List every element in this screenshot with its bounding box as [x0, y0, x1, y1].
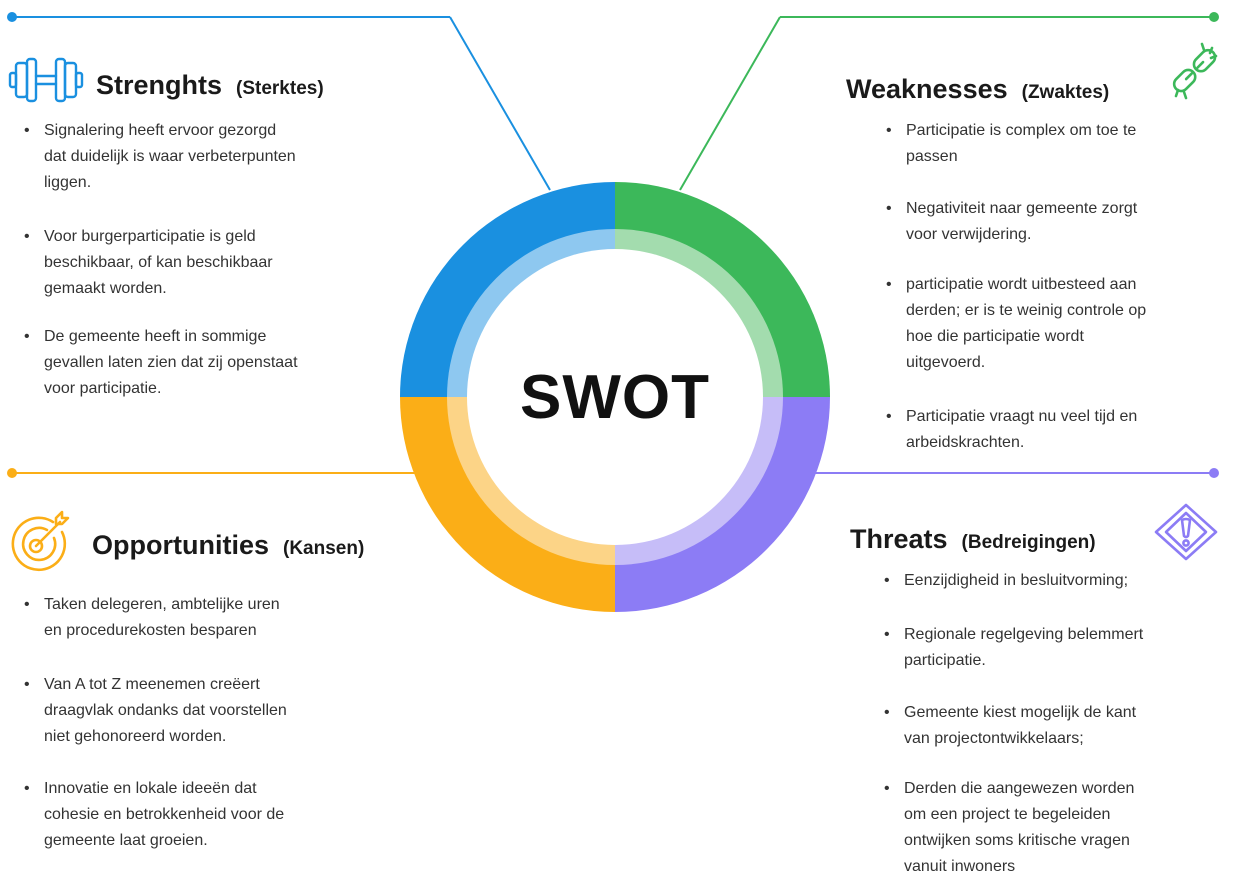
- list-item: De gemeente heeft in sommige: [18, 324, 298, 350]
- list-item: om een project te begeleiden: [904, 806, 1111, 823]
- list-item: gevallen laten zien dat zij openstaat: [44, 354, 298, 371]
- list-item: liggen.: [44, 174, 92, 191]
- strengths-subtitle: (Sterktes): [236, 78, 324, 99]
- opportunities-list: Taken delegeren, ambtelijke uren en proc…: [18, 592, 280, 644]
- opportunities-list-2: Van A tot Z meenemen creëert draagvlak o…: [18, 672, 287, 750]
- weaknesses-list: Participatie is complex om toe te passen: [880, 118, 1136, 170]
- opportunities-header: Opportunities (Kansen): [92, 530, 364, 561]
- list-item: gemaakt worden.: [44, 280, 167, 297]
- weaknesses-list-2: Negativiteit naar gemeente zorgt voor ve…: [880, 196, 1137, 248]
- threats-header: Threats (Bedreigingen): [850, 524, 1096, 555]
- list-item: derden; er is te weinig controle op: [906, 302, 1147, 319]
- threats-subtitle: (Bedreigingen): [961, 532, 1096, 553]
- list-item: draagvlak ondanks dat voorstellen: [44, 702, 287, 719]
- strengths-connector: [12, 16, 551, 191]
- warning-diamond-icon: [1154, 503, 1218, 561]
- opportunities-list-3: Innovatie en lokale ideeën dat cohesie e…: [18, 776, 284, 854]
- weaknesses-subtitle: (Zwaktes): [1021, 82, 1110, 103]
- strengths-list-3: De gemeente heeft in sommige gevallen la…: [18, 324, 298, 402]
- list-item: participatie.: [904, 652, 986, 669]
- list-item: uitgevoerd.: [906, 354, 986, 371]
- list-item: arbeidskrachten.: [906, 434, 1025, 451]
- threats-list-2: Regionale regelgeving belemmert particip…: [878, 622, 1143, 674]
- list-item: cohesie en betrokkenheid voor de: [44, 806, 285, 823]
- threats-list: Eenzijdigheid in besluitvorming;: [878, 568, 1128, 594]
- weaknesses-list-3: participatie wordt uitbesteed aan derden…: [880, 272, 1146, 376]
- threats-list-4: Derden die aangewezen worden om een proj…: [878, 776, 1134, 880]
- dumbbell-icon: [8, 57, 84, 103]
- swot-ring-graphic: [400, 182, 830, 612]
- target-icon: [11, 510, 70, 572]
- list-item: Signalering heeft ervoor gezorgd: [18, 118, 296, 144]
- list-item: dat duidelijk is waar verbeterpunten: [44, 148, 296, 165]
- list-item: vanuit inwoners: [904, 858, 1016, 875]
- opportunities-subtitle: (Kansen): [283, 538, 365, 559]
- weaknesses-list-4: Participatie vraagt nu veel tijd en arbe…: [880, 404, 1137, 456]
- swot-center-label: SWOT: [520, 362, 710, 432]
- threats-title: Threats: [850, 524, 948, 554]
- threats-list-3: Gemeente kiest mogelijk de kant van proj…: [878, 700, 1136, 752]
- list-item: participatie wordt uitbesteed aan: [880, 272, 1146, 298]
- list-item: Gemeente kiest mogelijk de kant: [878, 700, 1136, 726]
- list-item: Participatie vraagt nu veel tijd en: [880, 404, 1137, 430]
- list-item: Eenzijdigheid in besluitvorming;: [878, 568, 1128, 594]
- list-item: Innovatie en lokale ideeën dat: [18, 776, 284, 802]
- list-item: en procedurekosten besparen: [44, 622, 257, 639]
- list-item: Taken delegeren, ambtelijke uren: [18, 592, 280, 618]
- weaknesses-connector-dot: [1209, 12, 1219, 22]
- weaknesses-connector: [679, 16, 1214, 191]
- list-item: van projectontwikkelaars;: [904, 730, 1084, 747]
- weaknesses-title: Weaknesses: [846, 74, 1008, 104]
- list-item: Participatie is complex om toe te: [880, 118, 1136, 144]
- list-item: ontwijken soms kritische vragen: [904, 832, 1130, 849]
- list-item: Regionale regelgeving belemmert: [878, 622, 1143, 648]
- strengths-connector-dot: [7, 12, 17, 22]
- strengths-list: Signalering heeft ervoor gezorgd dat dui…: [18, 118, 296, 196]
- list-item: voor participatie.: [44, 380, 162, 397]
- opportunities-title: Opportunities: [92, 530, 269, 560]
- strengths-title: Strenghts: [96, 70, 223, 100]
- list-item: Voor burgerparticipatie is geld: [18, 224, 273, 250]
- strengths-header: Strenghts (Sterktes): [96, 70, 324, 101]
- threats-connector-dot: [1209, 468, 1219, 478]
- list-item: beschikbaar, of kan beschikbaar: [44, 254, 273, 271]
- list-item: voor verwijdering.: [906, 226, 1032, 243]
- weaknesses-header: Weaknesses (Zwaktes): [846, 74, 1109, 105]
- strengths-list-2: Voor burgerparticipatie is geld beschikb…: [18, 224, 273, 302]
- opportunities-connector-dot: [7, 468, 17, 478]
- list-item: Van A tot Z meenemen creëert: [18, 672, 287, 698]
- swot-ring: SWOT: [400, 182, 830, 612]
- list-item: passen: [906, 148, 958, 165]
- ring-center: [467, 249, 763, 545]
- list-item: gemeente laat groeien.: [44, 832, 208, 849]
- list-item: Derden die aangewezen worden: [878, 776, 1134, 802]
- broken-link-icon: [1172, 42, 1218, 100]
- list-item: Negativiteit naar gemeente zorgt: [880, 196, 1137, 222]
- list-item: hoe die participatie wordt: [906, 328, 1084, 345]
- list-item: niet gehonoreerd worden.: [44, 728, 227, 745]
